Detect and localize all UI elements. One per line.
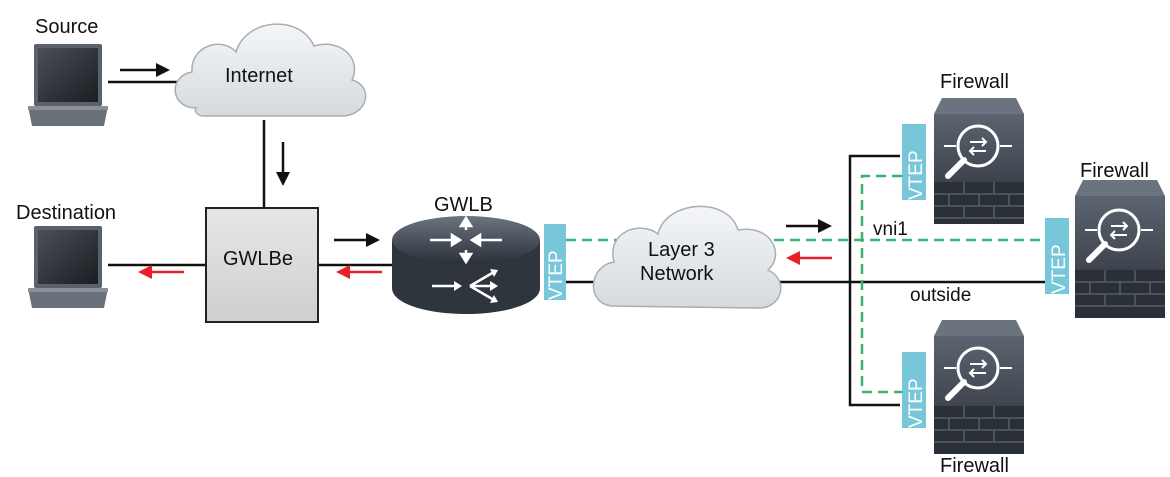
source-label: Source	[35, 16, 98, 38]
gwlb-vtep-tag: VTEP	[544, 224, 567, 300]
vxlan-dashed-branch	[860, 174, 902, 394]
layer3-label-line2: Network	[640, 263, 714, 285]
source-laptop-icon	[28, 44, 108, 126]
arrow-gwlb-to-gwlbe-return	[336, 265, 382, 279]
internet-cloud-icon	[174, 23, 367, 117]
firewall-right-icon	[1075, 180, 1165, 318]
arrow-source-to-internet	[120, 63, 170, 77]
arrow-internet-to-gwlbe	[276, 142, 290, 186]
layer3-label-line1: Layer 3	[648, 239, 715, 261]
firewall-top-label: Firewall	[940, 71, 1009, 93]
vni-label: vni1	[873, 219, 908, 240]
firewall-bottom-vtep-label: VTEP	[906, 378, 927, 428]
link-bus-firewalls	[848, 154, 900, 407]
gwlbe-label: GWLBe	[223, 248, 293, 270]
traffic-arrows	[120, 63, 832, 279]
destination-laptop-icon	[28, 226, 108, 308]
arrow-from-firewalls-return	[786, 251, 832, 265]
internet-label: Internet	[225, 65, 293, 87]
firewall-right-label: Firewall	[1080, 160, 1149, 182]
vxlan-tunnel	[566, 174, 1045, 394]
gwlbe-endpoint-box	[205, 207, 319, 323]
arrow-to-destination-return	[138, 265, 184, 279]
outside-label: outside	[910, 285, 971, 306]
firewall-top-icon	[934, 98, 1024, 224]
gwlb-label: GWLB	[434, 194, 493, 216]
firewall-top-vtep-tag: VTEP	[902, 124, 927, 200]
firewall-bottom-icon	[934, 320, 1024, 454]
destination-label: Destination	[16, 202, 116, 224]
firewall-bottom-vtep-tag: VTEP	[902, 352, 927, 428]
firewall-right-vtep-label: VTEP	[1049, 244, 1070, 294]
arrow-gwlbe-to-gwlb	[334, 233, 380, 247]
gwlb-vtep-label: VTEP	[546, 250, 567, 300]
links	[108, 80, 1045, 407]
layer3-network-cloud-icon	[592, 205, 782, 309]
firewall-bottom-label: Firewall	[940, 455, 1009, 477]
firewall-top-vtep-label: VTEP	[906, 150, 927, 200]
gwlb-router-icon	[392, 215, 540, 314]
arrow-to-firewalls	[786, 219, 832, 233]
firewall-right-vtep-tag: VTEP	[1045, 218, 1070, 294]
